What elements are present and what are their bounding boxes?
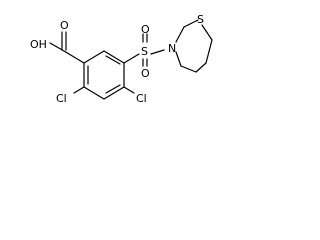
bond [183, 19, 199, 28]
carboxylic-acid-group: OH O [30, 19, 85, 64]
bond [205, 39, 213, 64]
atom-label-oh: OH [30, 38, 47, 51]
chloro-substituents: Cl Cl [56, 86, 147, 105]
bond [103, 86, 125, 100]
atom-label-cl: Cl [56, 92, 67, 105]
bond [83, 86, 105, 100]
bond [175, 51, 182, 67]
atom-label-o: O [141, 67, 150, 80]
bond [103, 50, 125, 64]
double-bond-inner [105, 84, 121, 94]
bond [150, 49, 165, 55]
bond [195, 62, 207, 73]
atom-label-o: O [60, 19, 69, 32]
thiomorpholine-ring: N S [168, 13, 213, 73]
atom-label-cl: Cl [136, 92, 147, 105]
bond [175, 26, 185, 43]
atom-label-s: S [197, 13, 204, 26]
bond [201, 24, 213, 41]
chemical-structure-diagram: OH O S O O N S Cl Cl [30, 13, 213, 105]
atom-label-n: N [168, 42, 176, 55]
sulfonyl-group: S O O [123, 23, 165, 80]
bond [63, 50, 85, 64]
double-bond-inner [105, 55, 121, 65]
bond [123, 86, 135, 94]
atom-label-s: S [141, 45, 148, 58]
bond [83, 50, 105, 64]
atom-label-o: O [141, 23, 150, 36]
bond [123, 53, 140, 64]
bond [73, 86, 85, 94]
benzene-ring [83, 50, 125, 100]
bond [180, 65, 197, 73]
